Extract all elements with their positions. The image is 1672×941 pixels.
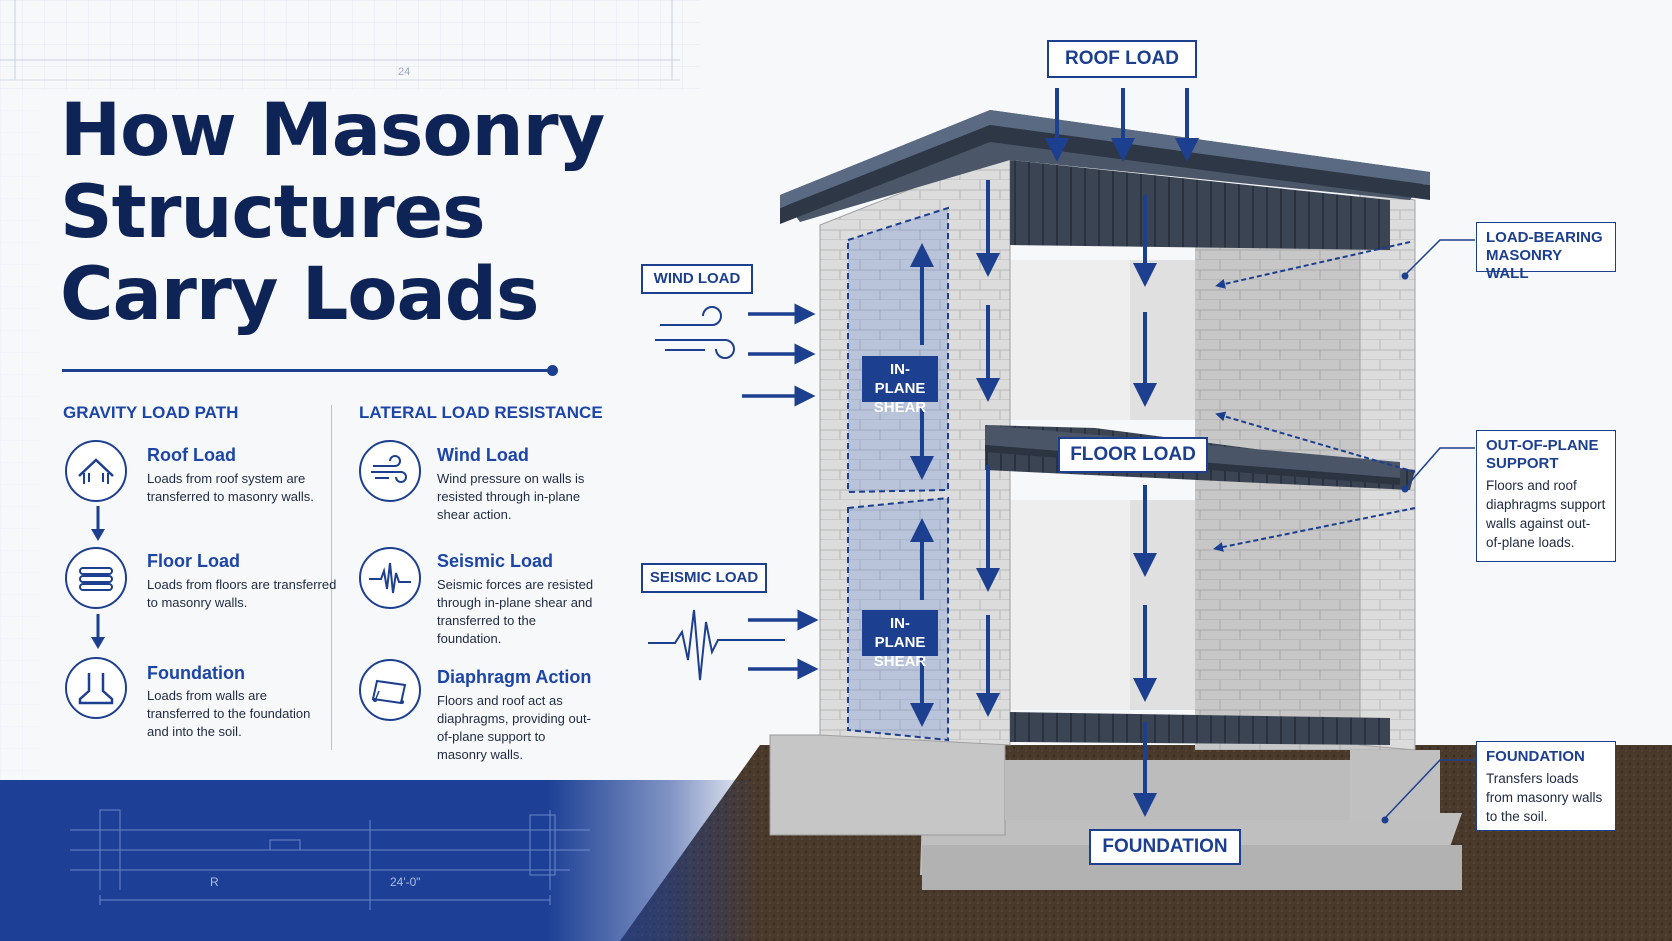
foundation-label: FOUNDATION (1089, 829, 1241, 865)
wind-icon (359, 440, 421, 502)
floor-load-title: Floor Load (147, 551, 240, 571)
lower-shear-line-1: IN-PLANE (874, 615, 926, 651)
lower-in-plane-shear-label: IN-PLANE SHEAR (862, 610, 938, 670)
foundation-note-title: FOUNDATION (1486, 748, 1585, 765)
diaphragm-icon (359, 659, 421, 721)
foundation-title: Foundation (147, 663, 245, 683)
seismic-load-desc: Seismic forces are resisted through in-p… (437, 577, 594, 646)
wind-load-arrows (742, 303, 816, 407)
gravity-load-path-heading: GRAVITY LOAD PATH (63, 403, 239, 422)
upper-shear-line-2: SHEAR (873, 399, 927, 416)
foundation-note: FOUNDATION Transfers loads from masonry … (1476, 741, 1616, 831)
seismic-load-arrows (748, 609, 819, 680)
foundation-icon (65, 657, 127, 719)
roof-load-title: Roof Load (147, 445, 236, 465)
diaphragm-action-title: Diaphragm Action (437, 667, 592, 687)
title-line-1: How Masonry (60, 88, 605, 173)
blueprint-band (0, 780, 760, 941)
title-underline-dot (547, 365, 558, 376)
foundation-footing (769, 734, 1462, 890)
wind-symbol (655, 306, 735, 359)
seismic-wave-symbol (648, 609, 785, 681)
page-title: How Masonry Structures Carry Loads (60, 90, 680, 336)
seismic-wave-icon (359, 547, 421, 609)
roof-load-arrows (1045, 88, 1199, 162)
blueprint-drawing (70, 809, 590, 910)
out-of-plane-title-2: SUPPORT (1486, 455, 1559, 472)
blueprint-grid-background (0, 0, 700, 780)
diaphragm-action-desc: Floors and roof act as diaphragms, provi… (437, 693, 591, 762)
roof-load-desc: Loads from roof system are transferred t… (147, 471, 314, 504)
foundation-note-desc: Transfers loads from masonry walls to th… (1486, 771, 1603, 824)
blueprint-top-dimension: 24 (398, 66, 411, 78)
roof-icon (65, 440, 127, 502)
ground-floor-deck (1010, 712, 1390, 745)
lower-shear-line-2: SHEAR (873, 653, 927, 670)
blueprint-radius-mark: R (210, 875, 219, 889)
note-connectors (1384, 239, 1475, 819)
masonry-building-diagram (648, 88, 1475, 890)
lateral-load-resistance-heading: LATERAL LOAD RESISTANCE (359, 403, 603, 422)
wind-load-label: WIND LOAD (641, 264, 753, 294)
wind-load-desc: Wind pressure on walls is resisted throu… (437, 471, 585, 522)
upper-shear-panel (847, 206, 949, 494)
seismic-load-label: SEISMIC LOAD (641, 563, 767, 593)
out-of-plane-title-1: OUT-OF-PLANE (1486, 437, 1599, 454)
floor-slab-icon (65, 547, 127, 609)
title-underline (62, 369, 552, 372)
upper-shear-line-1: IN-PLANE (874, 361, 926, 397)
column-divider (331, 405, 332, 750)
leader-arrows (1213, 241, 1416, 552)
title-line-2: Structures (60, 170, 486, 255)
roof-load-label: ROOF LOAD (1047, 40, 1197, 78)
out-of-plane-desc: Floors and roof diaphragms support walls… (1486, 478, 1606, 550)
upper-in-plane-shear-label: IN-PLANE SHEAR (862, 356, 938, 416)
floor-load-desc: Loads from floors are transferred to mas… (147, 577, 337, 610)
load-bearing-title-2: MASONRY WALL (1486, 247, 1562, 282)
title-line-3: Carry Loads (60, 252, 539, 337)
load-bearing-title-1: LOAD-BEARING (1486, 229, 1603, 246)
blueprint-dimension: 24'-0" (390, 875, 421, 889)
foundation-desc: Loads from walls are transferred to the … (147, 688, 311, 739)
gravity-down-arrow-1 (91, 506, 105, 541)
gravity-down-arrow-2 (91, 614, 105, 649)
roof-deck (780, 110, 1430, 250)
seismic-load-title: Seismic Load (437, 551, 554, 571)
wind-load-title: Wind Load (437, 445, 529, 465)
floor-load-label: FLOOR LOAD (1058, 437, 1208, 473)
